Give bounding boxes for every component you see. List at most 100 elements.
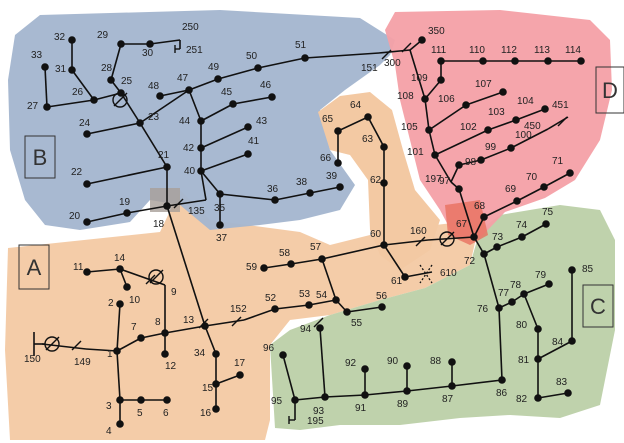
switch-icon — [173, 198, 184, 209]
bus-label-43: 43 — [256, 116, 268, 127]
line-197-101 — [434, 154, 452, 183]
bus-node-90 — [403, 362, 411, 370]
zone-d-label: D — [602, 78, 618, 103]
line-50-51 — [257, 57, 306, 69]
bus-label-451: 451 — [552, 100, 569, 111]
line-101-105 — [428, 129, 436, 156]
bus-label-33: 33 — [31, 50, 43, 61]
bus-node-105 — [425, 126, 433, 134]
bus-node-29 — [117, 40, 125, 48]
bus-node-22 — [83, 180, 91, 188]
bus-node-10 — [123, 283, 131, 291]
bus-label-83: 83 — [556, 377, 568, 388]
bus-label-151: 151 — [361, 63, 378, 74]
zone-b-label: B — [33, 145, 48, 170]
bus-node-98 — [455, 161, 463, 169]
bus-label-114: 114 — [565, 45, 581, 56]
zone-a-extension-region — [318, 92, 440, 270]
bus-label-94: 94 — [300, 324, 312, 335]
line-15-17 — [215, 374, 241, 385]
line-149-1 — [85, 348, 118, 352]
zone-b-label-box — [24, 135, 56, 179]
bus-node-47 — [185, 86, 193, 94]
bus-node-110 — [479, 57, 487, 65]
bus-label-105: 105 — [401, 122, 418, 133]
line-72-76 — [483, 253, 500, 309]
line-13-34 — [204, 325, 217, 355]
bus-node-38 — [306, 189, 314, 197]
bus-node-25 — [117, 89, 125, 97]
bus-label-42: 42 — [183, 143, 195, 154]
bus-node-96 — [279, 351, 287, 359]
bus-node-55 — [343, 308, 351, 316]
bus-node-43 — [244, 123, 252, 131]
switch-icon — [415, 236, 426, 247]
ground-icon — [174, 45, 180, 53]
bus-label-20: 20 — [69, 211, 81, 222]
bus-node-87 — [448, 382, 456, 390]
switch-icon — [231, 316, 242, 327]
bus-node-81 — [534, 355, 542, 363]
bus-node-72 — [480, 250, 488, 258]
bus-label-10: 10 — [129, 295, 141, 306]
bus-label-26: 26 — [72, 87, 84, 98]
bus-node-74 — [518, 233, 526, 241]
line-86-87 — [451, 379, 503, 387]
bus-label-82: 82 — [516, 394, 528, 405]
bus-node-3 — [116, 396, 124, 404]
bus-node-23 — [136, 119, 144, 127]
bus-label-103: 103 — [488, 107, 505, 118]
bus-node-89 — [403, 387, 411, 395]
bus-node-6 — [163, 396, 171, 404]
bus-label-195: 195 — [307, 416, 324, 427]
line-40-35 — [200, 170, 221, 195]
voltage-regulator-icon — [148, 269, 164, 285]
bus-label-149: 149 — [74, 357, 91, 368]
line-21-22 — [86, 166, 168, 185]
switch-icon — [401, 42, 412, 53]
line-87-89 — [406, 385, 453, 392]
line-108-109 — [424, 79, 442, 100]
bus-label-4: 4 — [106, 426, 112, 437]
bus-node-53 — [305, 301, 313, 309]
bus-node-7 — [137, 334, 145, 342]
bus-node-31 — [68, 66, 76, 74]
bus-label-51: 51 — [295, 40, 307, 51]
bus-node-109 — [437, 76, 445, 84]
bus-label-250: 250 — [182, 22, 199, 33]
bus-label-111: 111 — [431, 45, 447, 56]
bus-label-3: 3 — [106, 401, 112, 412]
bus-node-69 — [513, 197, 521, 205]
line-89-91 — [364, 390, 408, 396]
bus-label-58: 58 — [279, 248, 291, 259]
bus-node-52 — [271, 305, 279, 313]
voltage-regulator-icon — [439, 231, 455, 247]
bus-label-62: 62 — [370, 175, 382, 186]
bus-label-66: 66 — [320, 153, 332, 164]
bus-label-100: 100 — [515, 130, 532, 141]
switch-icon — [381, 49, 392, 60]
bus-label-30: 30 — [142, 48, 154, 59]
bus-node-65 — [334, 127, 342, 135]
switch-icon — [145, 274, 156, 285]
bus-node-42 — [197, 144, 205, 152]
bus-label-6: 6 — [163, 408, 169, 419]
bus-label-98: 98 — [465, 157, 477, 168]
bus-label-135: 135 — [188, 206, 205, 217]
line-57-58 — [290, 258, 323, 265]
bus-label-12: 12 — [165, 361, 177, 372]
bus-node-62 — [380, 179, 388, 187]
line-106-107 — [465, 91, 504, 106]
line-108-300 — [409, 49, 426, 100]
bus-label-68: 68 — [474, 201, 486, 212]
bus-node-113 — [544, 57, 552, 65]
zone-a-region — [5, 190, 480, 440]
bus-label-85: 85 — [582, 264, 594, 275]
bus-label-9: 9 — [171, 287, 177, 298]
bus-node-14 — [116, 265, 124, 273]
line-99-100 — [480, 147, 512, 161]
line-68-69 — [483, 200, 518, 218]
bus-label-90: 90 — [387, 356, 399, 367]
